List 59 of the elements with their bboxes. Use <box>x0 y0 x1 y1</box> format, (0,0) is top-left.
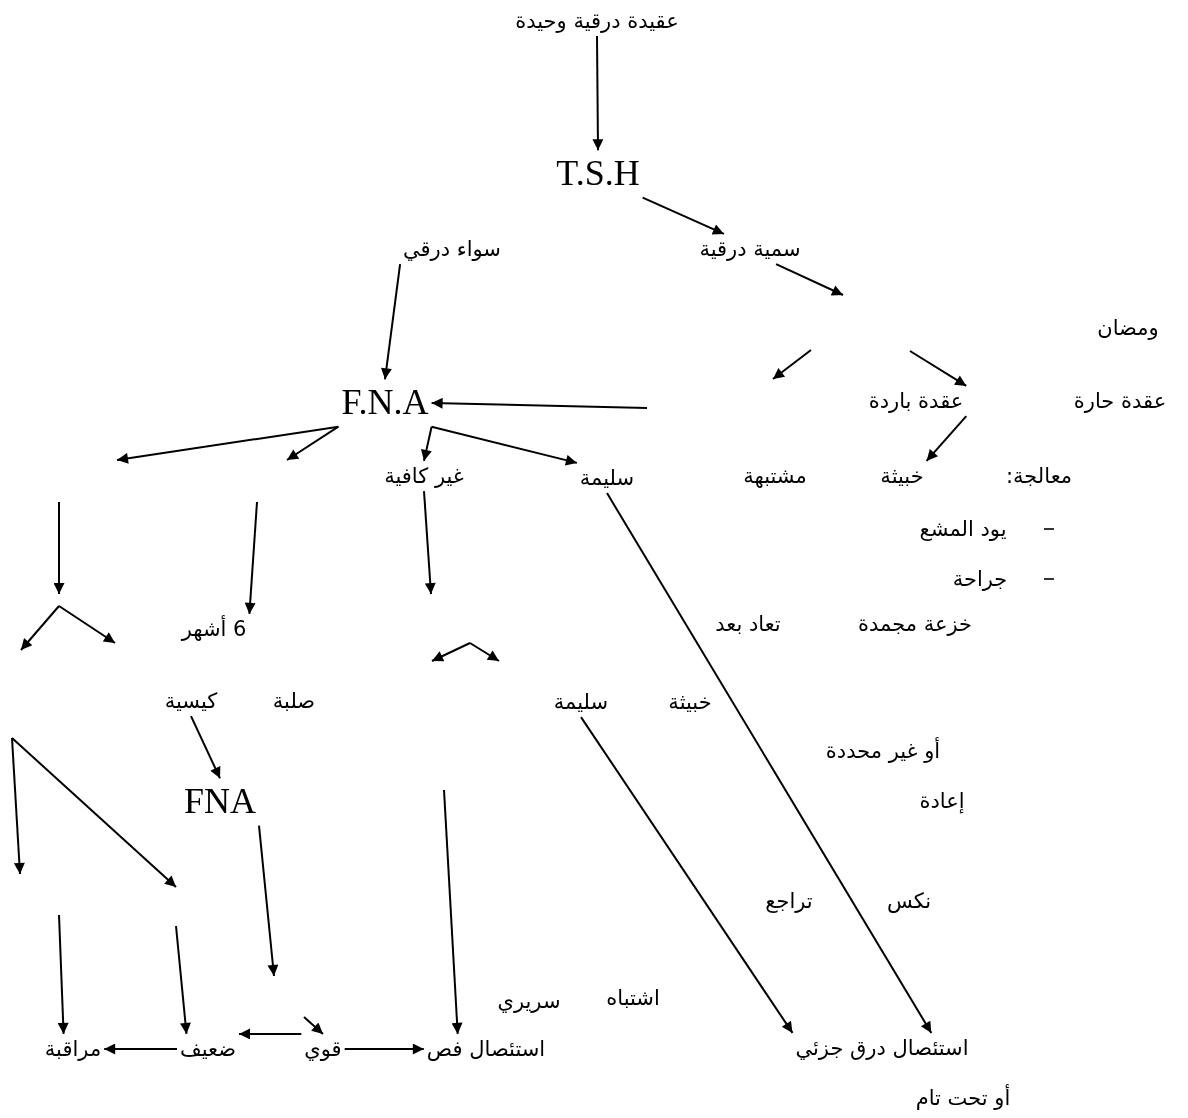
note-text: سريري <box>496 987 562 1015</box>
step-text: مراقبة <box>41 1033 105 1065</box>
arrow <box>303 1016 324 1035</box>
step-text: استئصال درق جزئي <box>792 1032 972 1064</box>
arrow <box>423 490 436 595</box>
note-text: إعادة <box>918 787 966 816</box>
step-text: FNA <box>181 778 259 826</box>
arrow <box>116 425 340 464</box>
note-text: مشتبهة <box>742 462 808 490</box>
note-text: تراجع <box>764 887 814 915</box>
note-text: ومضان <box>1096 314 1160 342</box>
step-text: سليمة <box>550 686 612 718</box>
step-text: كيسية <box>161 685 221 717</box>
note-text: يود المشع <box>918 515 1008 543</box>
step-text: ضعيف <box>177 1033 239 1065</box>
arrow <box>103 1043 178 1055</box>
note-text: نكس <box>885 887 933 915</box>
note-text: خبيثة <box>667 688 713 716</box>
step-text: سواء درقي <box>400 233 504 265</box>
step-text: سمية درقية <box>696 233 804 265</box>
note-text: أو تحت تام <box>914 1083 1012 1112</box>
arrow <box>343 1043 425 1055</box>
note-text: خزعة مجمدة <box>857 610 973 638</box>
arrow <box>592 35 604 152</box>
arrow <box>190 715 221 780</box>
arrow <box>925 415 968 462</box>
arrow <box>175 925 191 1035</box>
step-text: قوي <box>301 1033 345 1065</box>
step-text: استئصال فص <box>423 1033 549 1065</box>
step-text: غير كافية <box>381 460 467 492</box>
note-text: أو غير محددة <box>824 736 942 765</box>
note-text: اشتباه <box>605 984 661 1012</box>
note-text: عقدة حارة <box>1072 387 1168 415</box>
arrow <box>57 914 69 1035</box>
step-text: عقيدة درقية وحيدة <box>512 5 682 37</box>
note-text: صلبة <box>271 687 317 715</box>
step-text: T.S.H <box>553 150 643 198</box>
step-text: سليمة <box>576 462 638 494</box>
note-text: معالجة: <box>1004 462 1074 490</box>
arrow <box>430 397 648 409</box>
arrow <box>430 425 578 466</box>
arrow <box>775 263 844 296</box>
arrow <box>381 263 402 381</box>
step-text: خبيثة <box>877 460 927 492</box>
arrow <box>238 1028 303 1040</box>
note-text: تعاد بعد <box>714 610 782 638</box>
arrow <box>443 789 463 1035</box>
arrow <box>909 350 968 387</box>
arrow <box>258 824 279 977</box>
arrow <box>641 196 725 235</box>
arrow <box>244 501 258 615</box>
note-text: جراحة <box>951 565 1009 593</box>
arrow <box>580 716 794 1034</box>
step-text: عقدة باردة <box>865 385 967 417</box>
arrow <box>421 425 433 462</box>
arrow <box>606 492 933 1034</box>
arrow <box>286 425 340 461</box>
step-text: F.N.A <box>338 379 432 427</box>
step-text: 6 أشهر <box>178 613 250 645</box>
